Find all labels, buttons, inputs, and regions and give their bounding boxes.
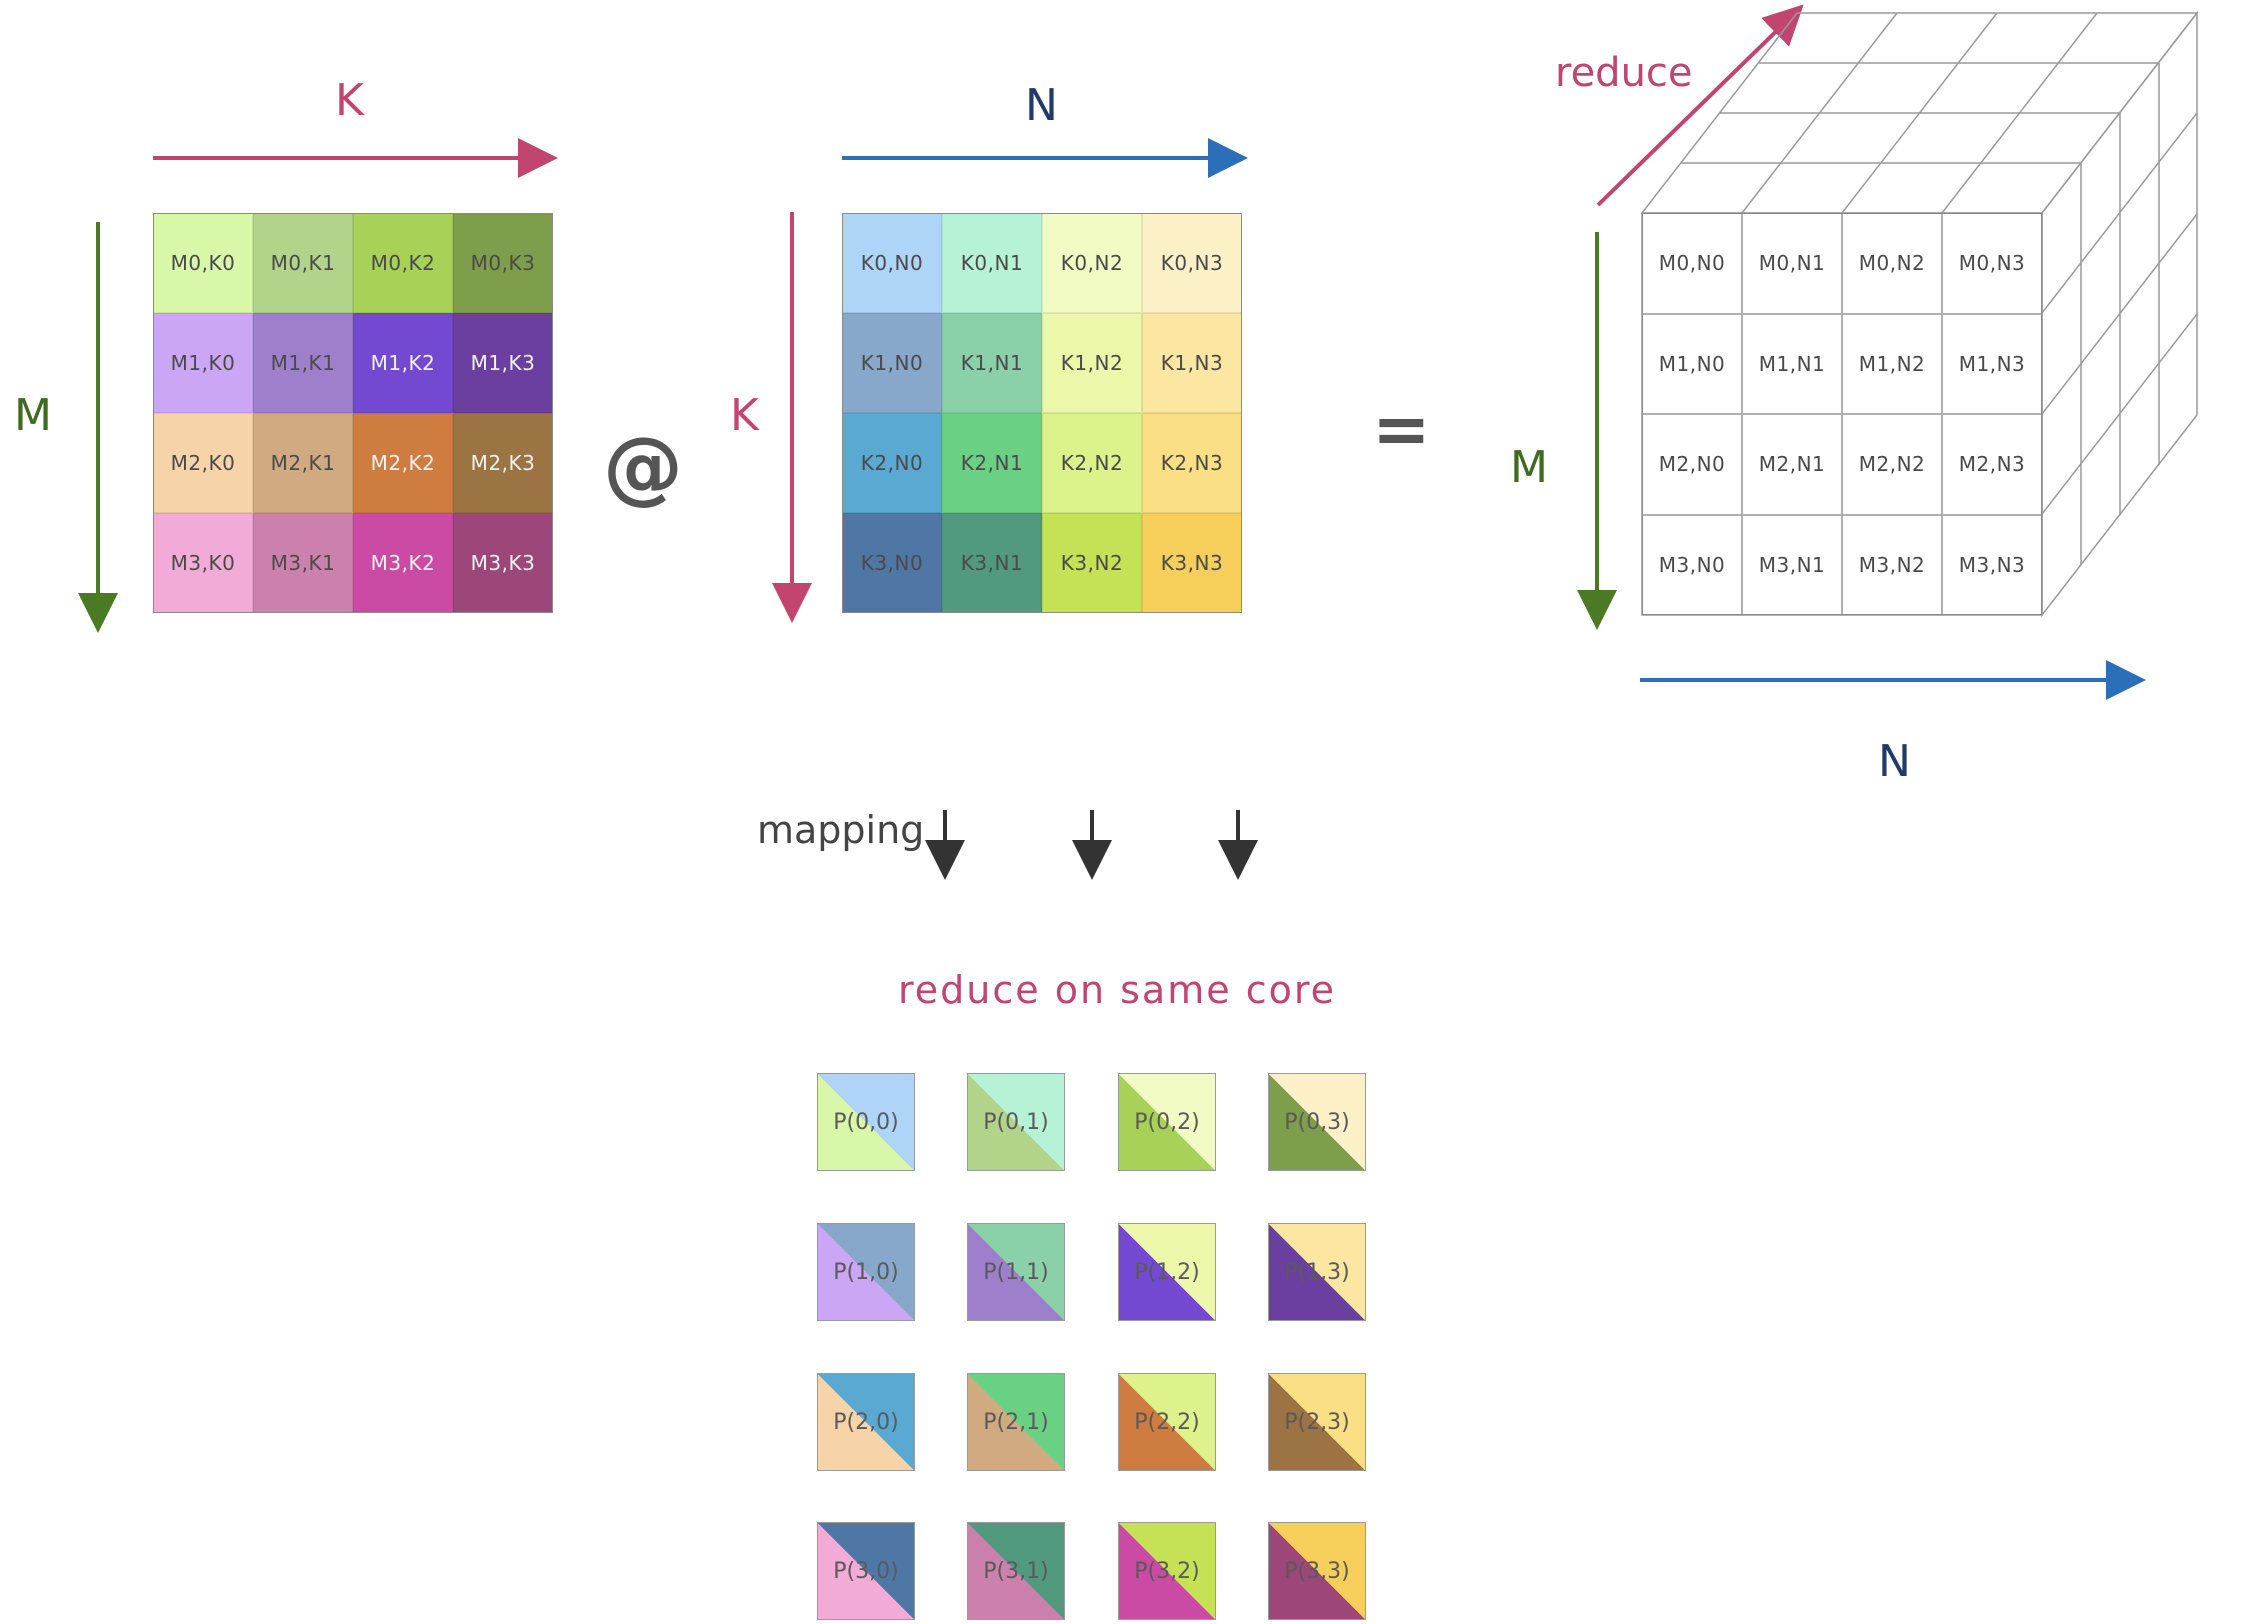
matrix-c-n-label: N <box>1878 736 1911 787</box>
matrix-a-cell-0-3: M0,K3 <box>453 213 553 313</box>
core-cell-label: P(0,1) <box>983 1109 1049 1135</box>
matrix-b-n-label: N <box>1025 80 1058 131</box>
matrix-a-cell-2-1: M2,K1 <box>253 413 353 513</box>
core-cell-label: P(0,2) <box>1134 1109 1200 1135</box>
matrix-b-cell-3-2: K3,N2 <box>1042 513 1142 613</box>
core-cell-label: P(0,3) <box>1284 1109 1350 1135</box>
matrix-b-cell-1-2: K1,N2 <box>1042 313 1142 413</box>
core-cell-0-0: P(0,0) <box>817 1073 915 1171</box>
core-cell-label: P(2,2) <box>1134 1409 1200 1435</box>
matrix-c-cell-1-3: M1,N3 <box>1942 313 2042 414</box>
matrix-c-cell-2-2: M2,N2 <box>1842 414 1942 515</box>
equals-operator: = <box>1372 388 1431 470</box>
core-cell-label: P(1,3) <box>1284 1259 1350 1285</box>
core-cell-2-0: P(2,0) <box>817 1373 915 1471</box>
cores-title: reduce on same core <box>898 968 1337 1012</box>
matrix-b-cell-2-2: K2,N2 <box>1042 413 1142 513</box>
matrix-c-cell-1-0: M1,N0 <box>1642 313 1742 414</box>
matrix-b-cell-2-0: K2,N0 <box>842 413 942 513</box>
matrix-b-cell-0-0: K0,N0 <box>842 213 942 313</box>
core-cell-1-3: P(1,3) <box>1268 1223 1366 1321</box>
core-cell-3-1: P(3,1) <box>967 1522 1065 1620</box>
matrix-c-reduce-label: reduce <box>1555 50 1693 96</box>
core-cell-label: P(3,0) <box>833 1558 899 1584</box>
matrix-b-cell-0-1: K0,N1 <box>942 213 1042 313</box>
matrix-c-m-label: M <box>1510 442 1548 493</box>
matrix-a-cell-1-3: M1,K3 <box>453 313 553 413</box>
matrix-a-cell-2-3: M2,K3 <box>453 413 553 513</box>
matrix-b-cell-1-0: K1,N0 <box>842 313 942 413</box>
core-cell-1-1: P(1,1) <box>967 1223 1065 1321</box>
core-cell-label: P(0,0) <box>833 1109 899 1135</box>
matrix-b-cell-2-1: K2,N1 <box>942 413 1042 513</box>
core-cell-0-2: P(0,2) <box>1118 1073 1216 1171</box>
matrix-a-k-label: K <box>335 75 364 126</box>
matrix-a-cell-1-1: M1,K1 <box>253 313 353 413</box>
matrix-c-cell-3-0: M3,N0 <box>1642 514 1742 615</box>
matrix-b-cell-3-1: K3,N1 <box>942 513 1042 613</box>
core-cell-1-2: P(1,2) <box>1118 1223 1216 1321</box>
matrix-c-cell-0-1: M0,N1 <box>1742 213 1842 314</box>
matrix-a-cell-0-2: M0,K2 <box>353 213 453 313</box>
matrix-c-cell-2-0: M2,N0 <box>1642 414 1742 515</box>
matrix-a-cell-1-2: M1,K2 <box>353 313 453 413</box>
matrix-a-m-label: M <box>14 390 52 441</box>
core-cell-label: P(1,1) <box>983 1259 1049 1285</box>
matrix-a-cell-0-0: M0,K0 <box>153 213 253 313</box>
matrix-c-cell-0-2: M0,N2 <box>1842 213 1942 314</box>
core-cell-label: P(3,1) <box>983 1558 1049 1584</box>
matrix-a-cell-2-0: M2,K0 <box>153 413 253 513</box>
core-cell-label: P(2,3) <box>1284 1409 1350 1435</box>
matrix-a-cell-2-2: M2,K2 <box>353 413 453 513</box>
matmul-operator: @ <box>603 420 683 513</box>
core-cell-label: P(1,0) <box>833 1259 899 1285</box>
matrix-a-cell-0-1: M0,K1 <box>253 213 353 313</box>
matrix-b-cell-0-2: K0,N2 <box>1042 213 1142 313</box>
core-cell-2-1: P(2,1) <box>967 1373 1065 1471</box>
matrix-c-cell-1-2: M1,N2 <box>1842 313 1942 414</box>
core-cell-3-0: P(3,0) <box>817 1522 915 1620</box>
core-cell-3-3: P(3,3) <box>1268 1522 1366 1620</box>
core-cell-1-0: P(1,0) <box>817 1223 915 1321</box>
matrix-c-cell-0-3: M0,N3 <box>1942 213 2042 314</box>
core-cell-label: P(3,3) <box>1284 1558 1350 1584</box>
reduce-axis-arrow <box>1596 4 1804 207</box>
core-cell-2-3: P(2,3) <box>1268 1373 1366 1471</box>
matrix-c-cell-1-1: M1,N1 <box>1742 313 1842 414</box>
core-cell-label: P(2,1) <box>983 1409 1049 1435</box>
matrix-a-cell-3-1: M3,K1 <box>253 513 353 613</box>
mapping-label: mapping <box>757 808 925 852</box>
core-cell-0-3: P(0,3) <box>1268 1073 1366 1171</box>
matrix-c-cell-3-2: M3,N2 <box>1842 514 1942 615</box>
core-cell-label: P(1,2) <box>1134 1259 1200 1285</box>
core-cell-label: P(3,2) <box>1134 1558 1200 1584</box>
core-cell-3-2: P(3,2) <box>1118 1522 1216 1620</box>
matrix-b-k-label: K <box>730 390 759 441</box>
matrix-c-border <box>1642 213 2042 615</box>
matrix-b-border <box>842 213 1242 613</box>
matrix-a-border <box>153 213 553 613</box>
matrix-c-cell-3-1: M3,N1 <box>1742 514 1842 615</box>
matrix-b-cell-1-1: K1,N1 <box>942 313 1042 413</box>
matrix-b-cell-3-3: K3,N3 <box>1142 513 1242 613</box>
core-cell-label: P(2,0) <box>833 1409 899 1435</box>
core-cell-2-2: P(2,2) <box>1118 1373 1216 1471</box>
matrix-c-cell-2-1: M2,N1 <box>1742 414 1842 515</box>
matrix-a-cell-3-3: M3,K3 <box>453 513 553 613</box>
core-cell-0-1: P(0,1) <box>967 1073 1065 1171</box>
